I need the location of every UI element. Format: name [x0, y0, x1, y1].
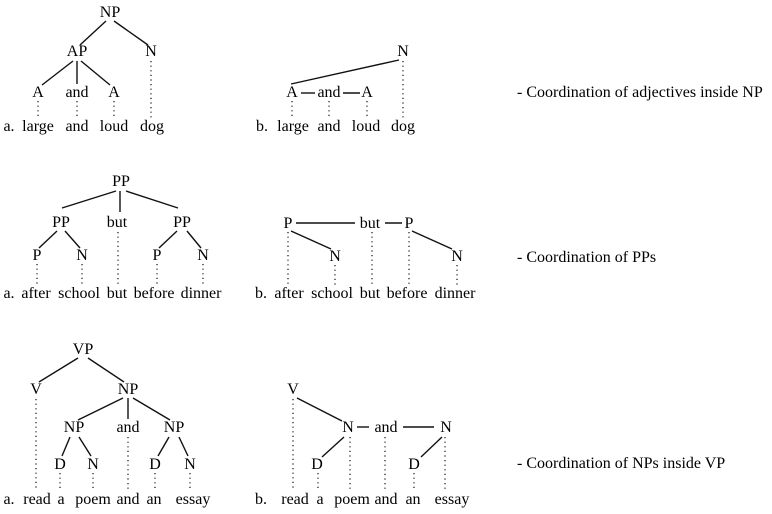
tree-2b-node-n2: N [451, 248, 463, 265]
tree-1b-edges [290, 59, 404, 118]
tree-1a-node-a2: A [108, 84, 120, 101]
tree-3a-node-np1: NP [63, 419, 85, 436]
tree-3b-word: and [374, 491, 398, 508]
tree-3b-word: read [281, 491, 309, 508]
tree-3b-node-d2: D [408, 456, 420, 473]
tree-2a-node-n2: N [197, 247, 209, 264]
tree-3b-node-v: V [287, 381, 299, 398]
tree-1a-node-np: NP [99, 4, 121, 21]
tree-3a-word: read [23, 491, 51, 508]
tree-2b-node-n1: N [329, 248, 341, 265]
tree-2b-node-conj: but [359, 215, 381, 232]
tree-3a-word: and [116, 491, 140, 508]
tree-3a-item-label: a. [3, 491, 15, 508]
tree-1b-node-n: N [397, 43, 409, 60]
tree-3a-node-vp: VP [72, 341, 94, 358]
tree-1a-edges [37, 20, 152, 118]
tree-1b-word: and [317, 118, 341, 135]
tree-1b-item-label: b. [256, 118, 268, 135]
tree-3a-node-v: V [30, 381, 42, 398]
tree-3b-node-conj: and [374, 419, 398, 436]
tree-1a-node-n: N [145, 43, 157, 60]
tree-2b-word: school [311, 285, 353, 302]
tree-1a-node-a1: A [32, 84, 44, 101]
tree-2b-word: before [386, 285, 428, 302]
tree-2a-node-pp-left: PP [52, 214, 70, 231]
tree-3b-edges [292, 397, 446, 491]
tree-1b-node-a1: A [286, 84, 298, 101]
tree-3a-node-n2: N [184, 456, 196, 473]
tree-1a-item-label: a. [3, 118, 15, 135]
tree-2a-word: dinner [180, 285, 222, 302]
tree-3b-word: poem [334, 491, 370, 508]
tree-2b-node-p1: P [283, 215, 293, 232]
tree-2b-edges [287, 222, 458, 287]
tree-1b-word: large [277, 118, 309, 135]
tree-3a-word: a [57, 491, 65, 508]
tree-1a-node-ap: AP [66, 43, 88, 60]
tree-1a-word: dog [140, 118, 164, 135]
tree-2a-word: after [21, 285, 51, 302]
tree-2a-node-conj: but [106, 214, 128, 231]
tree-2a-item-label: a. [3, 285, 15, 302]
tree-1b-word: dog [391, 118, 415, 135]
tree-3b-word: an [405, 491, 421, 508]
row-2-caption: - Coordination of PPs [517, 249, 657, 266]
tree-1a-word: and [65, 118, 89, 135]
tree-1b-node-conj: and [317, 84, 341, 101]
tree-3a-node-n1: N [87, 456, 99, 473]
row-3-caption: - Coordination of NPs inside VP [517, 455, 726, 472]
tree-3a-word: poem [75, 491, 111, 508]
tree-3a-node-conj: and [116, 419, 140, 436]
tree-2b-word: dinner [434, 285, 476, 302]
tree-2a-node-n1: N [76, 247, 88, 264]
tree-3b-node-n1: N [342, 419, 354, 436]
tree-3a-edges [35, 357, 191, 491]
row-1-caption: - Coordination of adjectives inside NP [517, 84, 763, 101]
tree-3a-word: an [146, 491, 162, 508]
tree-1b-word: loud [351, 118, 381, 135]
tree-2a-node-pp-right: PP [173, 214, 191, 231]
tree-3b-word: a [316, 491, 324, 508]
tree-2b-word: after [274, 285, 304, 302]
tree-2a-word: school [58, 285, 100, 302]
tree-2b-word: but [359, 285, 381, 302]
tree-3a-node-np: NP [117, 381, 139, 398]
tree-3a-node-np2: NP [163, 419, 185, 436]
tree-2a-node-p1: P [32, 247, 42, 264]
tree-1b-node-a2: A [361, 84, 373, 101]
tree-2a-node-p2: P [152, 247, 162, 264]
tree-2b-node-p2: P [404, 215, 414, 232]
tree-1a-node-conj: and [65, 84, 89, 101]
tree-2a-edges [36, 190, 204, 285]
tree-2b-item-label: b. [255, 285, 267, 302]
tree-3b-item-label: b. [255, 491, 267, 508]
tree-1a-word: large [22, 118, 54, 135]
tree-3a-node-d1: D [54, 456, 66, 473]
tree-2a-word: before [133, 285, 175, 302]
tree-1a-word: loud [99, 118, 129, 135]
tree-3b-node-d1: D [311, 456, 323, 473]
tree-3b-word: essay [434, 491, 470, 508]
tree-3a-node-d2: D [149, 456, 161, 473]
tree-3a-word: essay [175, 491, 211, 508]
tree-2a-word: but [106, 285, 128, 302]
tree-3b-node-n2: N [440, 419, 452, 436]
tree-2a-node-pp-root: PP [112, 173, 130, 190]
